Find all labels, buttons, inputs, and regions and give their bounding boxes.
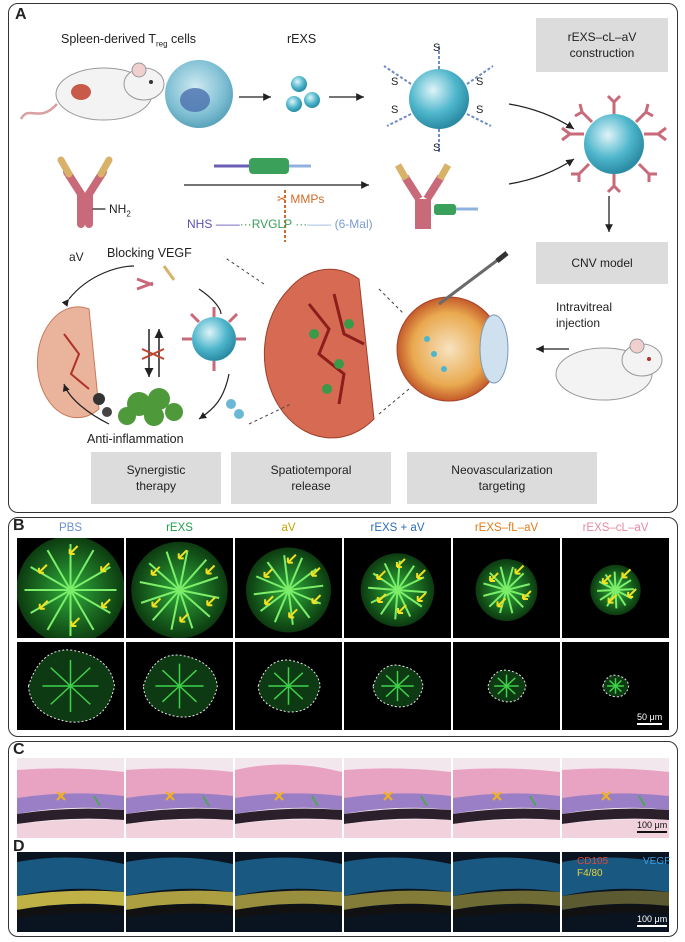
group-label: rEXS: [166, 522, 193, 534]
group-label: PBS: [58, 522, 82, 534]
amine-label: NH2: [109, 202, 131, 219]
group-label: rEXS–fL–aV: [474, 522, 539, 534]
thiol-label: S: [391, 76, 399, 88]
if-section-image: [562, 852, 669, 932]
thiol-label: S: [476, 104, 484, 116]
fundus-image: [235, 538, 342, 638]
stain-legend-label: CD105: [577, 856, 609, 867]
fundus-image: [17, 538, 124, 638]
lesion-zoom-image: [126, 642, 233, 730]
fundus-image: [562, 538, 669, 638]
rexs-cl-av-icon: [561, 94, 667, 194]
fundus-image: [126, 538, 233, 638]
panel-b-label: B: [13, 517, 25, 534]
box-synergistic: Synergistic therapy: [91, 452, 221, 504]
anti-inflammation-label: Anti-inflammation: [87, 432, 184, 446]
stain-legend-label: VEGF: [643, 856, 671, 867]
he-section-image: [126, 758, 233, 838]
thiol-label: S: [433, 42, 441, 54]
he-section-image: [235, 758, 342, 838]
stain-legend-label: F4/80: [577, 868, 603, 879]
panel-a-label: A: [15, 6, 27, 23]
panel-b: B PBS rEXS aV rEXS + aV rEXS–fL–aV rEXS–cL–aV…: [8, 517, 678, 737]
cell-source-label: Spleen-derived Treg cells: [61, 32, 197, 49]
box-cnv-model: CNV model: [536, 242, 668, 284]
schematic-drawing: [19, 44, 667, 439]
thiol-label: S: [391, 104, 399, 116]
scale-bar-d: 100 μm: [637, 914, 668, 927]
lesion-zoom-image: [344, 642, 451, 730]
thiol-label: S: [476, 76, 484, 88]
eye-icon: [396, 251, 509, 402]
mouse-bottom-icon: [555, 338, 663, 401]
linker-icon: [214, 158, 311, 174]
panel-d-label: D: [13, 838, 25, 855]
lesion-zoom-image: [453, 642, 560, 730]
antibody-linked-icon: [394, 163, 478, 229]
group-label: rEXS–cL–aV: [582, 522, 649, 534]
vegf-blocking-icon: [136, 265, 176, 291]
antibody-icon: [57, 156, 113, 228]
panel-cd: C D 100 μm 100 μm CD105 VEGF F4/80: [8, 741, 678, 937]
box-release: Spatiotemporal release: [231, 452, 391, 504]
therapy-cycle: [36, 265, 246, 426]
lesion-zoom-image: [235, 642, 342, 730]
fundus-image: [344, 538, 451, 638]
group-label: rEXS + aV: [370, 522, 425, 534]
if-section-image: [126, 852, 233, 932]
vesicle-label: rEXS: [287, 32, 317, 46]
he-section-image: [17, 758, 124, 838]
group-label: aV: [281, 522, 296, 534]
he-section-image: [562, 758, 669, 838]
if-section-image: [344, 852, 451, 932]
antibody-label: aV: [69, 250, 84, 264]
if-section-image: [235, 852, 342, 932]
scale-bar-b: 50 μm: [637, 712, 663, 725]
small-vesicles-icon: [286, 76, 320, 112]
he-section-image: [453, 758, 560, 838]
vessel-tissue-icon: [263, 268, 375, 439]
if-section-image: [17, 852, 124, 932]
treg-cell-icon: [165, 60, 233, 128]
box-construction: rEXS–cL–aV construction: [536, 18, 668, 72]
linker-formula: NHS ——···RVGLP ···—— (6-Mal): [187, 217, 373, 231]
panel-a: A Spleen-derived Treg cells rEXS rEXS–cL…: [8, 3, 678, 513]
panel-c-label: C: [13, 741, 25, 758]
scissors-icon: ✂: [277, 192, 288, 206]
he-section-image: [344, 758, 451, 838]
thiol-vesicle-icon: [383, 44, 494, 154]
box-targeting: Neovascularization targeting: [407, 452, 597, 504]
lesion-zoom-image: [17, 642, 124, 730]
lesion-zoom-image: [562, 642, 669, 730]
fundus-image: [453, 538, 560, 638]
mouse-icon: [19, 62, 165, 121]
injection-label: Intravitreal injection: [556, 300, 613, 330]
thiol-label: S: [433, 142, 441, 154]
if-section-image: [453, 852, 560, 932]
enzyme-label: ✂ MMPs: [277, 192, 325, 206]
blocking-vegf-label: Blocking VEGF: [107, 246, 192, 260]
scale-bar-c: 100 μm: [637, 820, 668, 833]
